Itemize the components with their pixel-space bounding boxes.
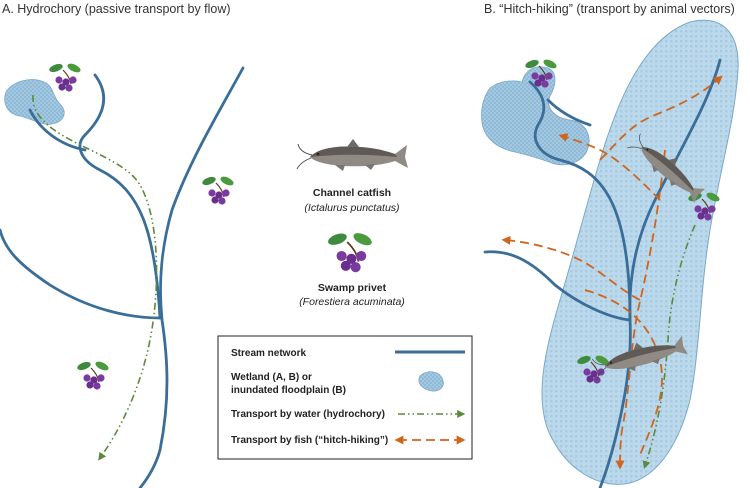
legend: Stream network Wetland (A, B) or inundat… [217,335,473,460]
privet-icon [325,229,375,274]
hydrochory-arrow-a [32,94,158,461]
panel-b-title: B. “Hitch-hiking” (transport by animal v… [484,2,735,16]
legend-water-label: Transport by water (hydrochory) [231,409,385,420]
hydrochory-arrow-b [642,224,696,470]
plant-common-name: Swamp privet [318,282,387,294]
stream-network-a [0,66,245,488]
fish-transport-arrows [501,75,723,470]
legend-wetland-label-1: Wetland (A, B) or [231,372,312,383]
legend-stream-label: Stream network [231,348,306,359]
wetland-a [4,79,65,125]
legend-fish-label: Transport by fish (“hitch-hiking”) [231,435,388,446]
catfish-icon [296,138,409,172]
legend-wetland-swatch [418,371,444,392]
stream-network-b [483,58,722,488]
legend-wetland-label-2: inundated floodplain (B) [231,385,346,396]
berry-icon [75,359,111,391]
panel-a-title: A. Hydrochory (passive transport by flow… [2,2,231,16]
plant-scientific-name: (Forestiera acuminata) [299,296,405,308]
berry-icon [47,61,83,93]
berry-icon [200,174,236,206]
fish-scientific-name: (Ictalurus punctatus) [304,202,399,214]
fish-common-name: Channel catfish [313,187,391,199]
